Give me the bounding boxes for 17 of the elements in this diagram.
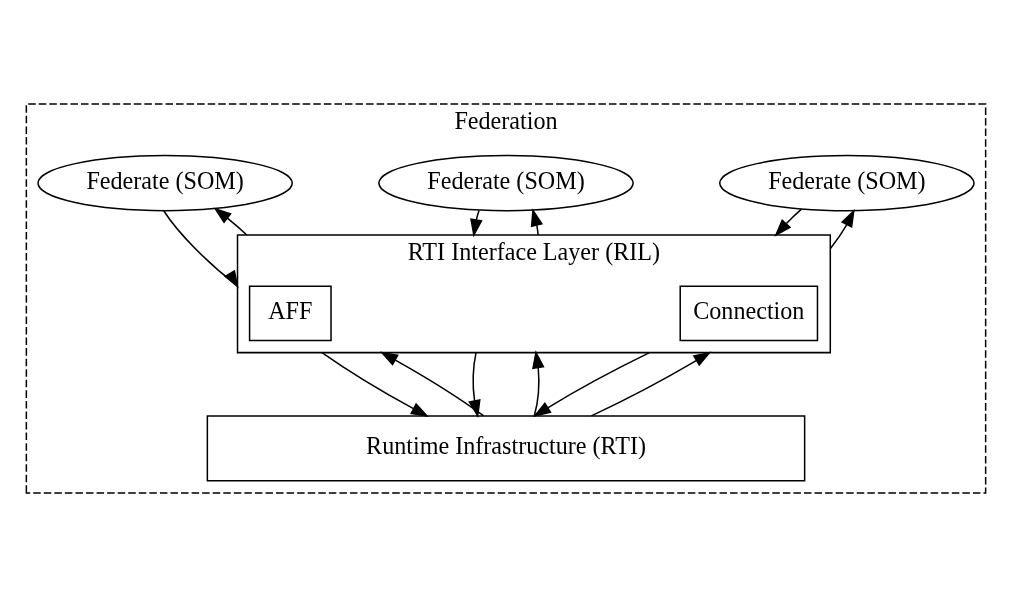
node-ellipse: Federate (SOM) bbox=[378, 154, 634, 211]
arrow bbox=[590, 350, 712, 417]
node-ellipse: Federate (SOM) bbox=[719, 154, 975, 211]
node-box: Connection bbox=[679, 285, 819, 341]
arrow bbox=[532, 349, 552, 417]
arrow bbox=[379, 351, 485, 418]
arrow bbox=[774, 207, 803, 237]
arrow bbox=[213, 206, 248, 236]
node-box: Runtime Infrastructure (RTI) bbox=[206, 414, 806, 482]
arrow bbox=[829, 208, 855, 249]
arrow bbox=[468, 351, 481, 418]
node-ellipse: Federate (SOM) bbox=[37, 154, 293, 211]
arrow bbox=[163, 209, 239, 289]
node-box: AFF bbox=[248, 285, 332, 341]
arrow bbox=[321, 351, 429, 417]
arrow bbox=[532, 351, 651, 417]
arrow bbox=[530, 207, 544, 236]
